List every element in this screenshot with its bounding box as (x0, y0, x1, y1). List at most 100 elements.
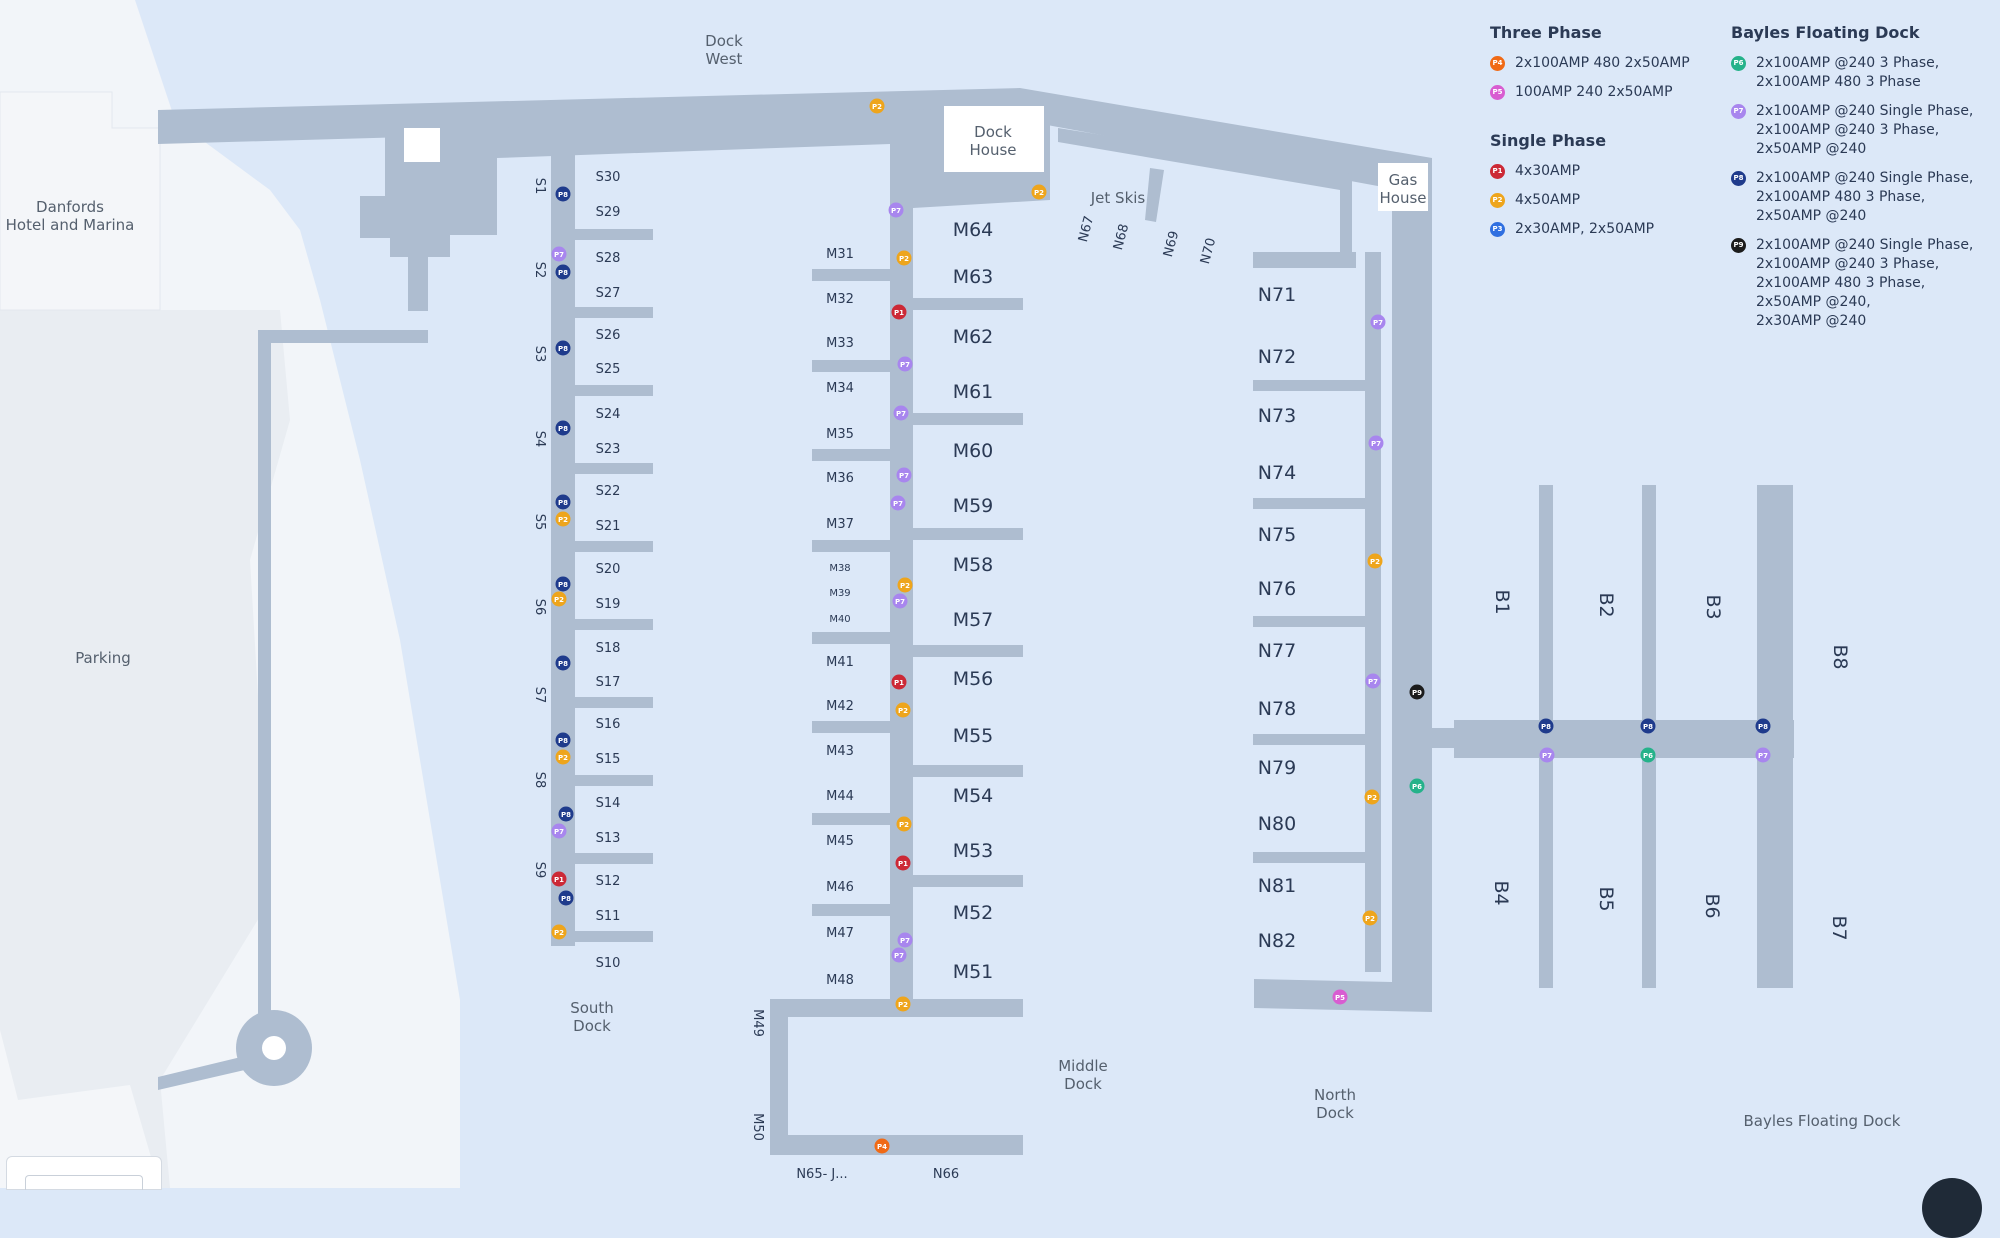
power-post-p9-icon[interactable]: P9 (1409, 684, 1425, 700)
power-post-p2-icon[interactable]: P2 (1367, 553, 1383, 569)
power-post-p8-icon[interactable]: P8 (555, 655, 571, 671)
slip-m33[interactable]: M33 (826, 336, 854, 351)
power-post-p7-icon[interactable]: P7 (551, 246, 567, 262)
slip-m45[interactable]: M45 (826, 834, 854, 849)
power-post-p7-icon[interactable]: P7 (892, 593, 908, 609)
slip-n71[interactable]: N71 (1258, 284, 1296, 306)
power-post-p8-icon[interactable]: P8 (1640, 718, 1656, 734)
power-post-p1-icon[interactable]: P1 (891, 674, 907, 690)
power-post-p5-icon[interactable]: P5 (1332, 989, 1348, 1005)
slip-m57[interactable]: M57 (953, 609, 994, 631)
power-post-p8-icon[interactable]: P8 (555, 420, 571, 436)
slip-n73[interactable]: N73 (1258, 405, 1296, 427)
power-post-p1-icon[interactable]: P1 (895, 855, 911, 871)
slip-m64[interactable]: M64 (953, 219, 994, 241)
slip-m38[interactable]: M38 (829, 563, 850, 574)
slip-m53[interactable]: M53 (953, 840, 994, 862)
slip-b5[interactable]: B5 (1595, 886, 1617, 911)
slip-s17[interactable]: S17 (596, 675, 621, 690)
slip-b2[interactable]: B2 (1595, 592, 1617, 617)
power-post-p7-icon[interactable]: P7 (888, 202, 904, 218)
power-post-p2-icon[interactable]: P2 (895, 702, 911, 718)
slip-n82[interactable]: N82 (1258, 930, 1296, 952)
slip-m63[interactable]: M63 (953, 266, 994, 288)
slip-s24[interactable]: S24 (596, 407, 621, 422)
slip-m37[interactable]: M37 (826, 517, 854, 532)
gas-house-building[interactable] (1378, 163, 1428, 211)
slip-s22[interactable]: S22 (596, 484, 621, 499)
slip-s1[interactable]: S1 (532, 178, 547, 195)
slip-m47[interactable]: M47 (826, 926, 854, 941)
slip-s26[interactable]: S26 (596, 328, 621, 343)
dock-house-building[interactable] (944, 106, 1044, 172)
slip-b4[interactable]: B4 (1490, 880, 1512, 905)
slip-m32[interactable]: M32 (826, 292, 854, 307)
power-post-p8-icon[interactable]: P8 (558, 890, 574, 906)
slip-b6[interactable]: B6 (1701, 893, 1723, 918)
slip-s13[interactable]: S13 (596, 831, 621, 846)
slip-s6[interactable]: S6 (532, 599, 547, 616)
slip-s3[interactable]: S3 (532, 346, 547, 363)
slip-m61[interactable]: M61 (953, 381, 994, 403)
slip-n65-j[interactable]: N65- J... (796, 1167, 847, 1182)
slip-m51[interactable]: M51 (953, 961, 994, 983)
slip-s21[interactable]: S21 (596, 519, 621, 534)
slip-s2[interactable]: S2 (532, 262, 547, 279)
power-post-p2-icon[interactable]: P2 (551, 591, 567, 607)
slip-s8[interactable]: S8 (532, 772, 547, 789)
slip-m43[interactable]: M43 (826, 744, 854, 759)
slip-m31[interactable]: M31 (826, 247, 854, 262)
slip-n72[interactable]: N72 (1258, 346, 1296, 368)
power-post-p7-icon[interactable]: P7 (1539, 747, 1555, 763)
power-post-p7-icon[interactable]: P7 (1755, 747, 1771, 763)
slip-s4[interactable]: S4 (532, 431, 547, 448)
power-post-p7-icon[interactable]: P7 (896, 467, 912, 483)
slip-b3[interactable]: B3 (1702, 594, 1724, 619)
slip-n76[interactable]: N76 (1258, 578, 1296, 600)
slip-s10[interactable]: S10 (596, 956, 621, 971)
slip-s11[interactable]: S11 (596, 909, 621, 924)
slip-b8[interactable]: B8 (1829, 644, 1851, 669)
map-scale-control[interactable] (6, 1156, 162, 1190)
slip-m54[interactable]: M54 (953, 785, 994, 807)
slip-s7[interactable]: S7 (532, 687, 547, 704)
power-post-p7-icon[interactable]: P7 (893, 405, 909, 421)
slip-s18[interactable]: S18 (596, 641, 621, 656)
power-post-p2-icon[interactable]: P2 (896, 816, 912, 832)
slip-m59[interactable]: M59 (953, 495, 994, 517)
slip-n67[interactable]: N67 (1076, 214, 1097, 243)
power-post-p2-icon[interactable]: P2 (1031, 184, 1047, 200)
slip-s15[interactable]: S15 (596, 752, 621, 767)
slip-s30[interactable]: S30 (596, 170, 621, 185)
power-post-p8-icon[interactable]: P8 (555, 576, 571, 592)
power-post-p4-icon[interactable]: P4 (874, 1138, 890, 1154)
slip-s20[interactable]: S20 (596, 562, 621, 577)
slip-s12[interactable]: S12 (596, 874, 621, 889)
power-post-p2-icon[interactable]: P2 (895, 996, 911, 1012)
slip-s25[interactable]: S25 (596, 362, 621, 377)
slip-m46[interactable]: M46 (826, 880, 854, 895)
power-post-p7-icon[interactable]: P7 (1365, 673, 1381, 689)
slip-n74[interactable]: N74 (1258, 462, 1296, 484)
slip-m44[interactable]: M44 (826, 789, 854, 804)
slip-b7[interactable]: B7 (1828, 915, 1850, 940)
slip-s9[interactable]: S9 (532, 862, 547, 879)
slip-m52[interactable]: M52 (953, 902, 994, 924)
slip-s19[interactable]: S19 (596, 597, 621, 612)
slip-n77[interactable]: N77 (1258, 640, 1296, 662)
slip-s29[interactable]: S29 (596, 205, 621, 220)
slip-s23[interactable]: S23 (596, 442, 621, 457)
slip-s16[interactable]: S16 (596, 717, 621, 732)
slip-m40[interactable]: M40 (829, 614, 850, 625)
power-post-p8-icon[interactable]: P8 (555, 340, 571, 356)
map-action-button[interactable] (1922, 1178, 1982, 1238)
slip-m34[interactable]: M34 (826, 381, 854, 396)
power-post-p7-icon[interactable]: P7 (890, 495, 906, 511)
power-post-p7-icon[interactable]: P7 (891, 947, 907, 963)
slip-m42[interactable]: M42 (826, 699, 854, 714)
slip-s5[interactable]: S5 (532, 514, 547, 531)
slip-m58[interactable]: M58 (953, 554, 994, 576)
power-post-p8-icon[interactable]: P8 (1755, 718, 1771, 734)
slip-m62[interactable]: M62 (953, 326, 994, 348)
